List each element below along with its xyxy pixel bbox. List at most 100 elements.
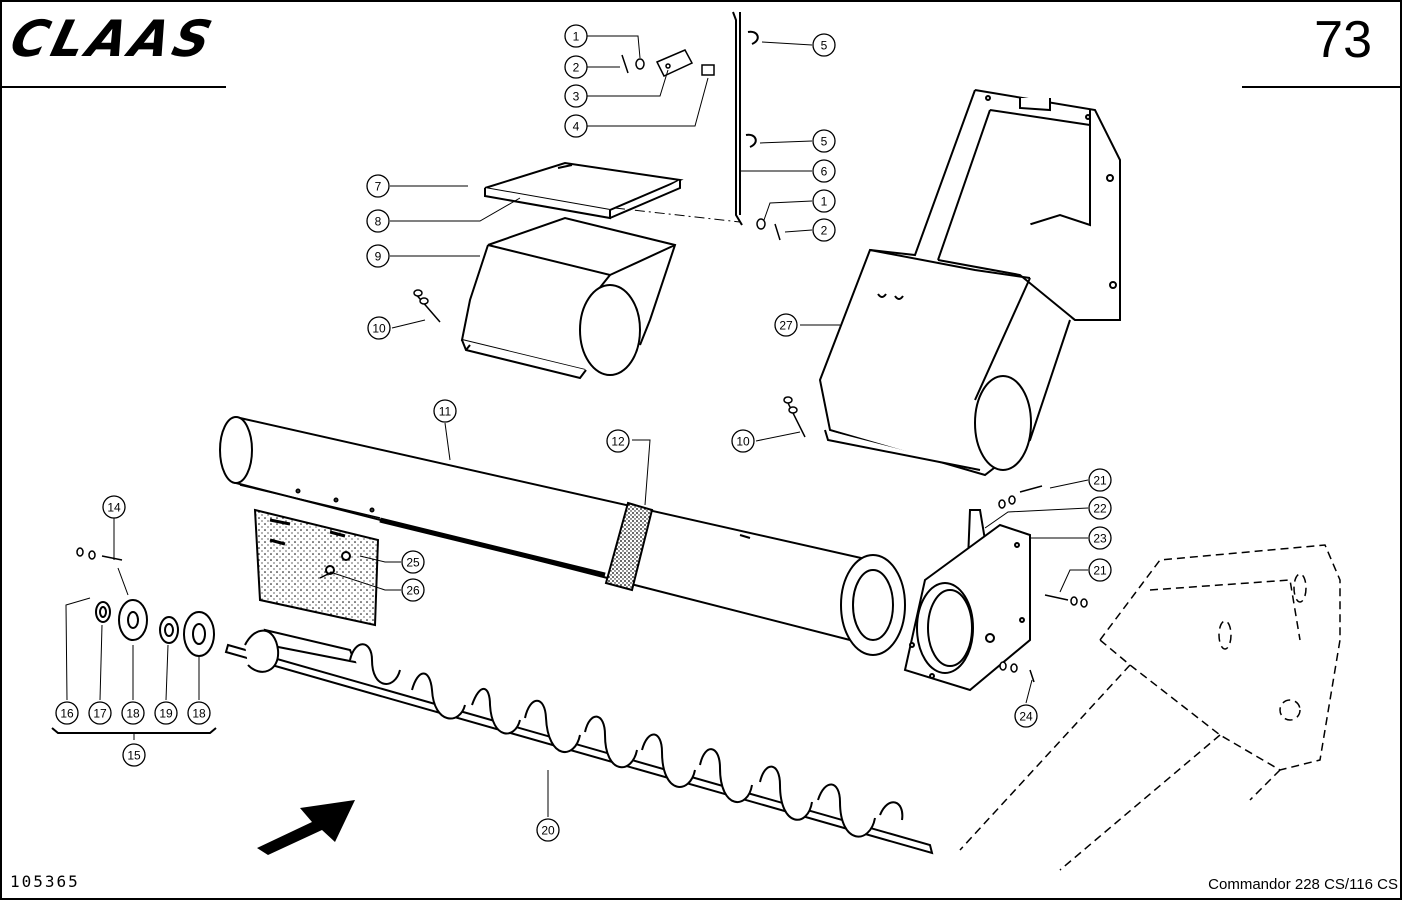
callout-label: 17 xyxy=(93,707,107,721)
callout-circle xyxy=(564,114,588,138)
callout-circle xyxy=(536,818,560,842)
callout-c16: 16 xyxy=(55,701,79,725)
callout-circle xyxy=(401,578,425,602)
callout-c5a: 5 xyxy=(812,33,836,57)
callout-c26: 26 xyxy=(401,578,425,602)
callout-label: 3 xyxy=(573,90,580,104)
auger-screw xyxy=(224,628,934,855)
callout-c25: 25 xyxy=(401,550,425,574)
callout-c23: 23 xyxy=(1088,526,1112,550)
header-rule-right xyxy=(1242,86,1400,88)
leader-lines xyxy=(65,35,1089,817)
callout-circle xyxy=(1014,704,1038,728)
hopper-funnel xyxy=(460,216,677,380)
callout-label: 25 xyxy=(406,556,420,570)
callout-label: 20 xyxy=(541,824,555,838)
callout-c15: 15 xyxy=(122,743,146,767)
callout-c1b: 1 xyxy=(812,189,836,213)
callout-label: 21 xyxy=(1093,474,1107,488)
callout-c1a: 1 xyxy=(564,24,588,48)
callout-c10b: 10 xyxy=(731,429,755,453)
callout-c19: 19 xyxy=(154,701,178,725)
callout-label: 5 xyxy=(821,135,828,149)
callout-label: 23 xyxy=(1093,532,1107,546)
header-rule-left xyxy=(2,86,226,88)
callout-circle xyxy=(154,701,178,725)
callout-circle xyxy=(1088,468,1112,492)
end-plate xyxy=(903,509,1031,692)
callout-c2b: 2 xyxy=(812,218,836,242)
callout-circle xyxy=(367,316,391,340)
callout-c8: 8 xyxy=(366,209,390,233)
callout-label: 14 xyxy=(107,501,121,515)
callout-circle xyxy=(1088,496,1112,520)
callout-circle xyxy=(366,244,390,268)
callout-label: 5 xyxy=(821,39,828,53)
callout-c3: 3 xyxy=(564,84,588,108)
callout-circle xyxy=(366,174,390,198)
callout-circle xyxy=(564,84,588,108)
callout-c12: 12 xyxy=(606,429,630,453)
callout-label: 6 xyxy=(821,165,828,179)
callout-label: 4 xyxy=(573,120,580,134)
callout-c9: 9 xyxy=(366,244,390,268)
callout-label: 12 xyxy=(611,435,625,449)
callout-c6: 6 xyxy=(812,159,836,183)
combine-frame-outline xyxy=(959,544,1341,871)
callout-circle xyxy=(88,701,112,725)
callout-label: 19 xyxy=(159,707,173,721)
callout-label: 10 xyxy=(372,322,386,336)
callout-c4: 4 xyxy=(564,114,588,138)
callout-circle xyxy=(812,218,836,242)
callout-label: 27 xyxy=(779,319,793,333)
auger-tube xyxy=(219,416,906,656)
callout-c10a: 10 xyxy=(367,316,391,340)
callout-c21a: 21 xyxy=(1088,468,1112,492)
callout-circle xyxy=(812,189,836,213)
callout-label: 16 xyxy=(60,707,74,721)
callout-label: 11 xyxy=(439,405,452,419)
callout-c14: 14 xyxy=(102,495,126,519)
callout-c18b: 18 xyxy=(187,701,211,725)
model-designation: Commandor 228 CS/116 CS xyxy=(1208,876,1398,893)
callout-label: 10 xyxy=(736,435,750,449)
callout-c22: 22 xyxy=(1088,496,1112,520)
callout-c24: 24 xyxy=(1014,704,1038,728)
callout-label: 2 xyxy=(821,224,828,238)
cover-plate xyxy=(484,161,684,220)
callout-label: 2 xyxy=(573,61,580,75)
callout-c20: 20 xyxy=(536,818,560,842)
callout-circle xyxy=(121,701,145,725)
callout-c21b: 21 xyxy=(1088,558,1112,582)
reference-code: 105365 xyxy=(10,872,80,891)
callout-label: 22 xyxy=(1093,502,1107,516)
fasteners xyxy=(76,289,1088,683)
callout-label: 18 xyxy=(126,707,140,721)
callout-circle xyxy=(102,495,126,519)
callout-circle xyxy=(564,24,588,48)
callout-circle xyxy=(366,209,390,233)
callout-label: 21 xyxy=(1093,564,1107,578)
callout-label: 1 xyxy=(573,30,580,44)
callout-c5b: 5 xyxy=(812,129,836,153)
callout-c7: 7 xyxy=(366,174,390,198)
callout-circle xyxy=(122,743,146,767)
callout-circle xyxy=(433,399,457,423)
callout-label: 1 xyxy=(821,195,828,209)
callout-label: 8 xyxy=(375,215,382,229)
page-number: 73 xyxy=(1314,11,1372,69)
callout-circle xyxy=(606,429,630,453)
callout-label: 7 xyxy=(375,180,382,194)
callout-circle xyxy=(187,701,211,725)
dash-leader-lid xyxy=(614,207,741,223)
callout-circle xyxy=(812,33,836,57)
actuating-rod xyxy=(732,11,759,226)
callout-c17: 17 xyxy=(88,701,112,725)
callout-circle xyxy=(564,55,588,79)
callout-circle xyxy=(731,429,755,453)
callout-c11: 11 xyxy=(433,399,457,423)
callout-circle xyxy=(1088,558,1112,582)
